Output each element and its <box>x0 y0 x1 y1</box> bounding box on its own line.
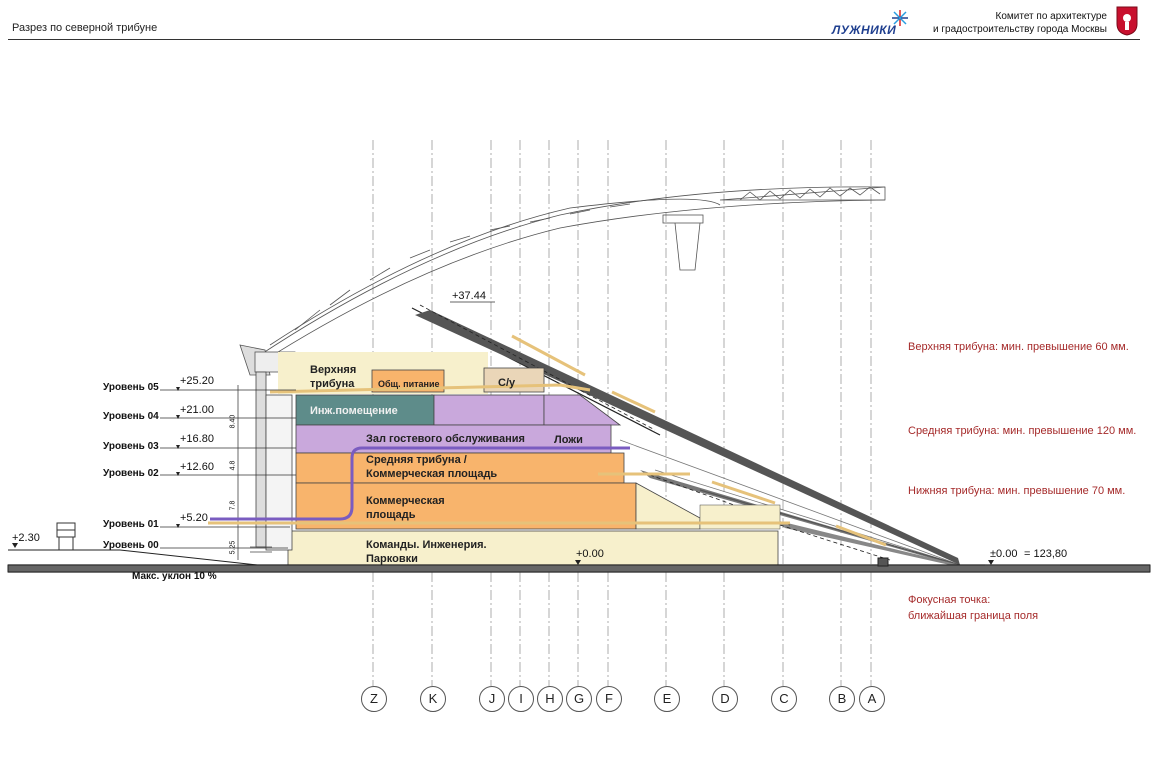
middle-stand-line2: Коммерческая площадь <box>366 468 498 480</box>
commercial-line2: площадь <box>366 509 416 521</box>
note-middle-stand: Средняя трибуна: мин. превышение 120 мм. <box>908 425 1137 437</box>
level-00-label: Уровень 00 <box>103 540 159 551</box>
committee-line1: Комитет по архитектуре <box>995 11 1107 22</box>
catering-label: Общ. питание <box>378 379 440 389</box>
level-04-label: Уровень 04 <box>103 411 159 422</box>
level-04-elevation: +21.00 <box>180 404 214 416</box>
middle-stand-label: Средняя трибуна / Коммерческая площадь <box>366 453 497 481</box>
focus-line1: Фокусная точка: <box>908 594 991 606</box>
axis-bubble-k: K <box>420 686 446 712</box>
zero-inner-elevation: +0.00 <box>576 548 604 560</box>
note-upper-stand: Верхняя трибуна: мин. превышение 60 мм. <box>908 341 1129 353</box>
committee-line2: и градостроительству города Москвы <box>933 24 1107 35</box>
axis-bubble-g: G <box>566 686 592 712</box>
teams-line2: Парковки <box>366 553 418 565</box>
star-logo-icon <box>892 10 908 26</box>
dimension-525: 5.25 <box>229 540 237 555</box>
bench-icon <box>56 522 76 550</box>
axis-bubble-z: Z <box>361 686 387 712</box>
header-divider <box>8 39 1140 40</box>
level-03-label: Уровень 03 <box>103 441 159 452</box>
axis-bubble-e: E <box>654 686 680 712</box>
teams-label: Команды. Инженерия. Парковки <box>366 538 487 566</box>
field-absolute-elevation: = 123,80 <box>1024 548 1068 560</box>
level-lines <box>160 301 1060 566</box>
level-01-elevation: +5.20 <box>180 512 208 524</box>
level-03-elevation: +16.80 <box>180 433 214 445</box>
axis-bubble-h: H <box>537 686 563 712</box>
moscow-crest-icon <box>1116 6 1138 36</box>
upper-stand-line2: трибуна <box>310 378 355 390</box>
upper-stand-line1: Верхняя <box>310 364 357 376</box>
page-title: Разрез по северной трибуне <box>12 22 158 34</box>
axis-bubble-b: B <box>829 686 855 712</box>
wc-label: С/у <box>498 377 516 389</box>
level04-purple-a <box>433 394 545 426</box>
axis-bubble-d: D <box>712 686 738 712</box>
level-01-label: Уровень 01 <box>103 519 159 530</box>
axis-bubble-f: F <box>596 686 622 712</box>
ground-line <box>7 549 1151 573</box>
axis-bubble-c: C <box>771 686 797 712</box>
level-05-label: Уровень 05 <box>103 382 159 393</box>
committee-name: Комитет по архитектуре и градостроительс… <box>933 10 1107 36</box>
guest-hall-label: Зал гостевого обслуживания <box>366 433 525 445</box>
axis-bubble-j: J <box>479 686 505 712</box>
left-ground-elevation: +2.30 <box>12 532 40 544</box>
eng-room-block <box>295 394 435 426</box>
middle-stand-line1: Средняя трибуна / <box>366 454 467 466</box>
axis-bubble-i: I <box>508 686 534 712</box>
boxes-label: Ложи <box>554 434 583 446</box>
level-02-elevation: +12.60 <box>180 461 214 473</box>
dimension-78: 7.8 <box>229 500 237 511</box>
focus-line2: ближайшая граница поля <box>908 610 1039 622</box>
teams-line1: Команды. Инженерия. <box>366 539 487 551</box>
note-lower-stand: Нижняя трибуна: мин. превышение 70 мм. <box>908 485 1126 497</box>
elevation-markers <box>12 387 994 565</box>
luzhniki-logo: ЛУЖНИКИ <box>832 8 912 38</box>
axis-bubble-a: A <box>859 686 885 712</box>
note-focus-point: Фокусная точка: ближайшая граница поля <box>908 592 1038 624</box>
logo-text: ЛУЖНИКИ <box>832 23 897 37</box>
facade-column <box>237 371 293 560</box>
dimension-48: 4.8 <box>229 460 237 471</box>
catering-block <box>371 369 445 393</box>
level-05-elevation: +25.20 <box>180 375 214 387</box>
top-elevation: +37.44 <box>452 290 486 302</box>
roof-truss <box>239 186 886 376</box>
upper-stand-label: Верхняя трибуна <box>310 363 356 391</box>
circulation-flows <box>208 334 887 547</box>
level04-purple-b <box>543 394 622 426</box>
upper-stand <box>411 304 961 566</box>
dimension-840: 8.40 <box>229 414 237 429</box>
teams-block <box>287 530 779 568</box>
commercial-label: Коммерческая площадь <box>366 494 445 522</box>
level-02-label: Уровень 02 <box>103 468 159 479</box>
commercial-line1: Коммерческая <box>366 495 445 507</box>
max-slope-label: Макс. уклон 10 % <box>132 571 217 582</box>
zero-field-elevation: ±0.00 <box>990 548 1018 560</box>
eng-room-label: Инж.помещение <box>310 405 398 417</box>
